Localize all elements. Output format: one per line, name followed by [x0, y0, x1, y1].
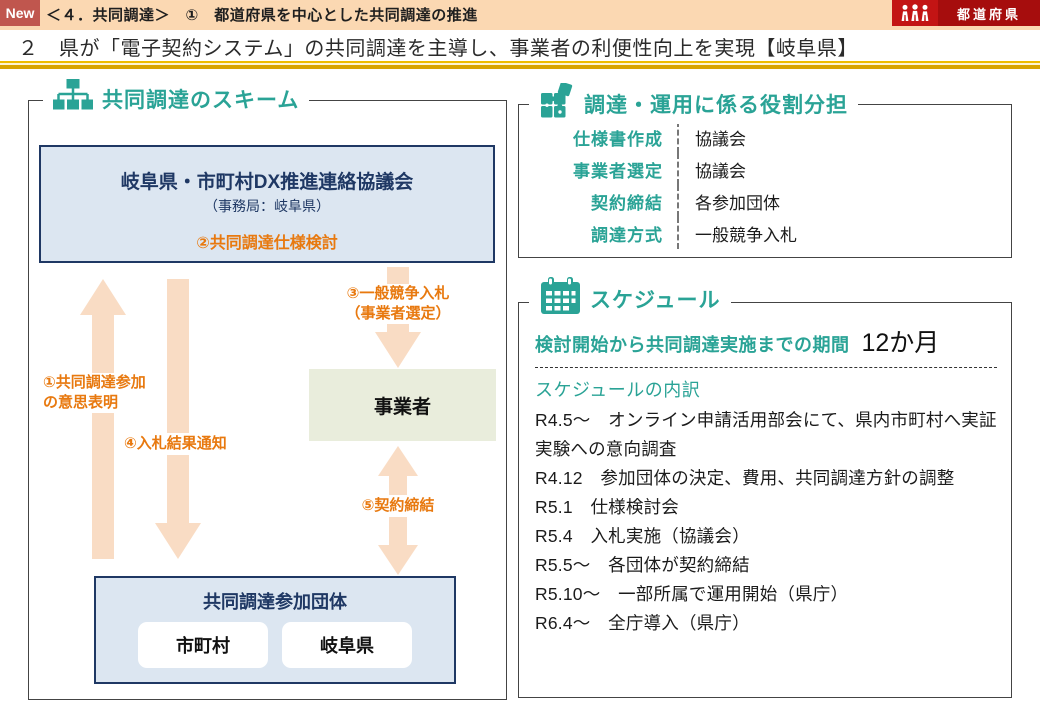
schedule-item: R5.5～ 各団体が契約締結 — [535, 555, 750, 575]
schedule-panel-title: スケジュール — [590, 288, 721, 312]
schedule-item: R4.12 参加団体の決定、費用、共同調達方針の調整 — [535, 468, 955, 488]
page-title: ＜４．共同調達＞ ① 都道府県を中心とした共同調達の推進 — [46, 6, 478, 24]
council-subtitle: （事務局：岐阜県） — [204, 198, 330, 214]
council-step2-label: ②共同調達仕様検討 — [196, 235, 338, 252]
scheme-panel-legend: 共同調達のスキーム — [43, 78, 310, 118]
puzzle-icon — [539, 81, 575, 124]
schedule-list: R4.5～ オンライン申請活用部会にて、県内市町村へ実証実験への意向調査 R4.… — [535, 406, 997, 638]
schedule-item: R4.5～ オンライン申請活用部会にて、県内市町村へ実証実験への意向調査 — [535, 410, 997, 459]
schedule-item: R5.4 入札実施（協議会） — [535, 526, 750, 546]
flow-label-step5: ⑤契約締結 — [341, 495, 455, 517]
flow-label-step3: ③一般競争入札 （事業者選定） — [319, 284, 477, 324]
role-value: 協議会 — [677, 121, 1011, 153]
role-value: 各参加団体 — [677, 185, 1011, 217]
council-title: 岐阜県・市町村DX推進連絡協議会 — [120, 172, 414, 193]
schedule-period-label: 検討開始から共同調達実施までの期間 — [535, 335, 850, 355]
schedule-item: R5.10～ 一部所属で運用開始（県庁） — [535, 584, 849, 604]
role-label: 契約締結 — [591, 193, 663, 213]
header-band: New ＜４．共同調達＞ ① 都道府県を中心とした共同調達の推進 都道府県 — [0, 0, 1040, 30]
scheme-panel: 共同調達のスキーム 岐阜県・市町村DX推進連絡協議会 （事務局：岐阜県） ②共同… — [28, 78, 507, 700]
role-label: 事業者選定 — [573, 161, 663, 181]
participants-title: 共同調達参加団体 — [203, 592, 347, 612]
new-badge: New — [0, 0, 40, 26]
prefecture-badge-label: 都道府県 — [938, 0, 1040, 26]
slide-subtitle: ２ 県が「電子契約システム」の共同調達を主導し、事業者の利便性向上を実現【岐阜県… — [18, 37, 858, 60]
council-box: 岐阜県・市町村DX推進連絡協議会 （事務局：岐阜県） ②共同調達仕様検討 — [39, 145, 495, 263]
schedule-item: R6.4～ 全庁導入（県庁） — [535, 613, 750, 633]
vendor-box: 事業者 — [309, 369, 496, 441]
schedule-panel-legend: スケジュール — [529, 277, 731, 320]
roles-table: 仕様書作成 協議会 事業者選定 協議会 契約締結 各参加団体 調達方式 一般競争… — [547, 121, 1011, 249]
participants-box: 共同調達参加団体 市町村 岐阜県 — [94, 576, 456, 684]
roles-panel: 調達・運用に係る役割分担 仕様書作成 協議会 事業者選定 協議会 契約締結 各参… — [518, 81, 1012, 258]
member-box-municipalities: 市町村 — [138, 622, 268, 668]
calendar-icon — [539, 277, 581, 320]
schedule-breakdown-title: スケジュールの内訳 — [535, 380, 701, 400]
role-value: 一般競争入札 — [677, 217, 1011, 249]
schedule-panel: スケジュール 検討開始から共同調達実施までの期間 12か月 スケジュールの内訳 … — [518, 277, 1012, 698]
role-value: 協議会 — [677, 153, 1011, 185]
member-box-gifu: 岐阜県 — [282, 622, 412, 668]
flow-label-step1: ①共同調達参加 の意思表明 — [43, 373, 146, 413]
schedule-period-row: 検討開始から共同調達実施までの期間 12か月 — [535, 323, 997, 368]
schedule-item: R5.1 仕様検討会 — [535, 497, 679, 517]
role-label: 調達方式 — [591, 225, 663, 245]
roles-panel-legend: 調達・運用に係る役割分担 — [529, 81, 858, 124]
flow-label-step4: ④入札結果通知 — [121, 433, 230, 455]
people-icon — [892, 0, 938, 26]
gold-divider — [0, 61, 1040, 69]
scheme-panel-title: 共同調達のスキーム — [102, 88, 300, 112]
prefecture-badge: 都道府県 — [892, 0, 1040, 26]
role-label: 仕様書作成 — [573, 129, 663, 149]
schedule-period-value: 12か月 — [861, 329, 940, 357]
roles-panel-title: 調達・運用に係る役割分担 — [584, 93, 848, 117]
org-chart-icon — [52, 78, 94, 118]
